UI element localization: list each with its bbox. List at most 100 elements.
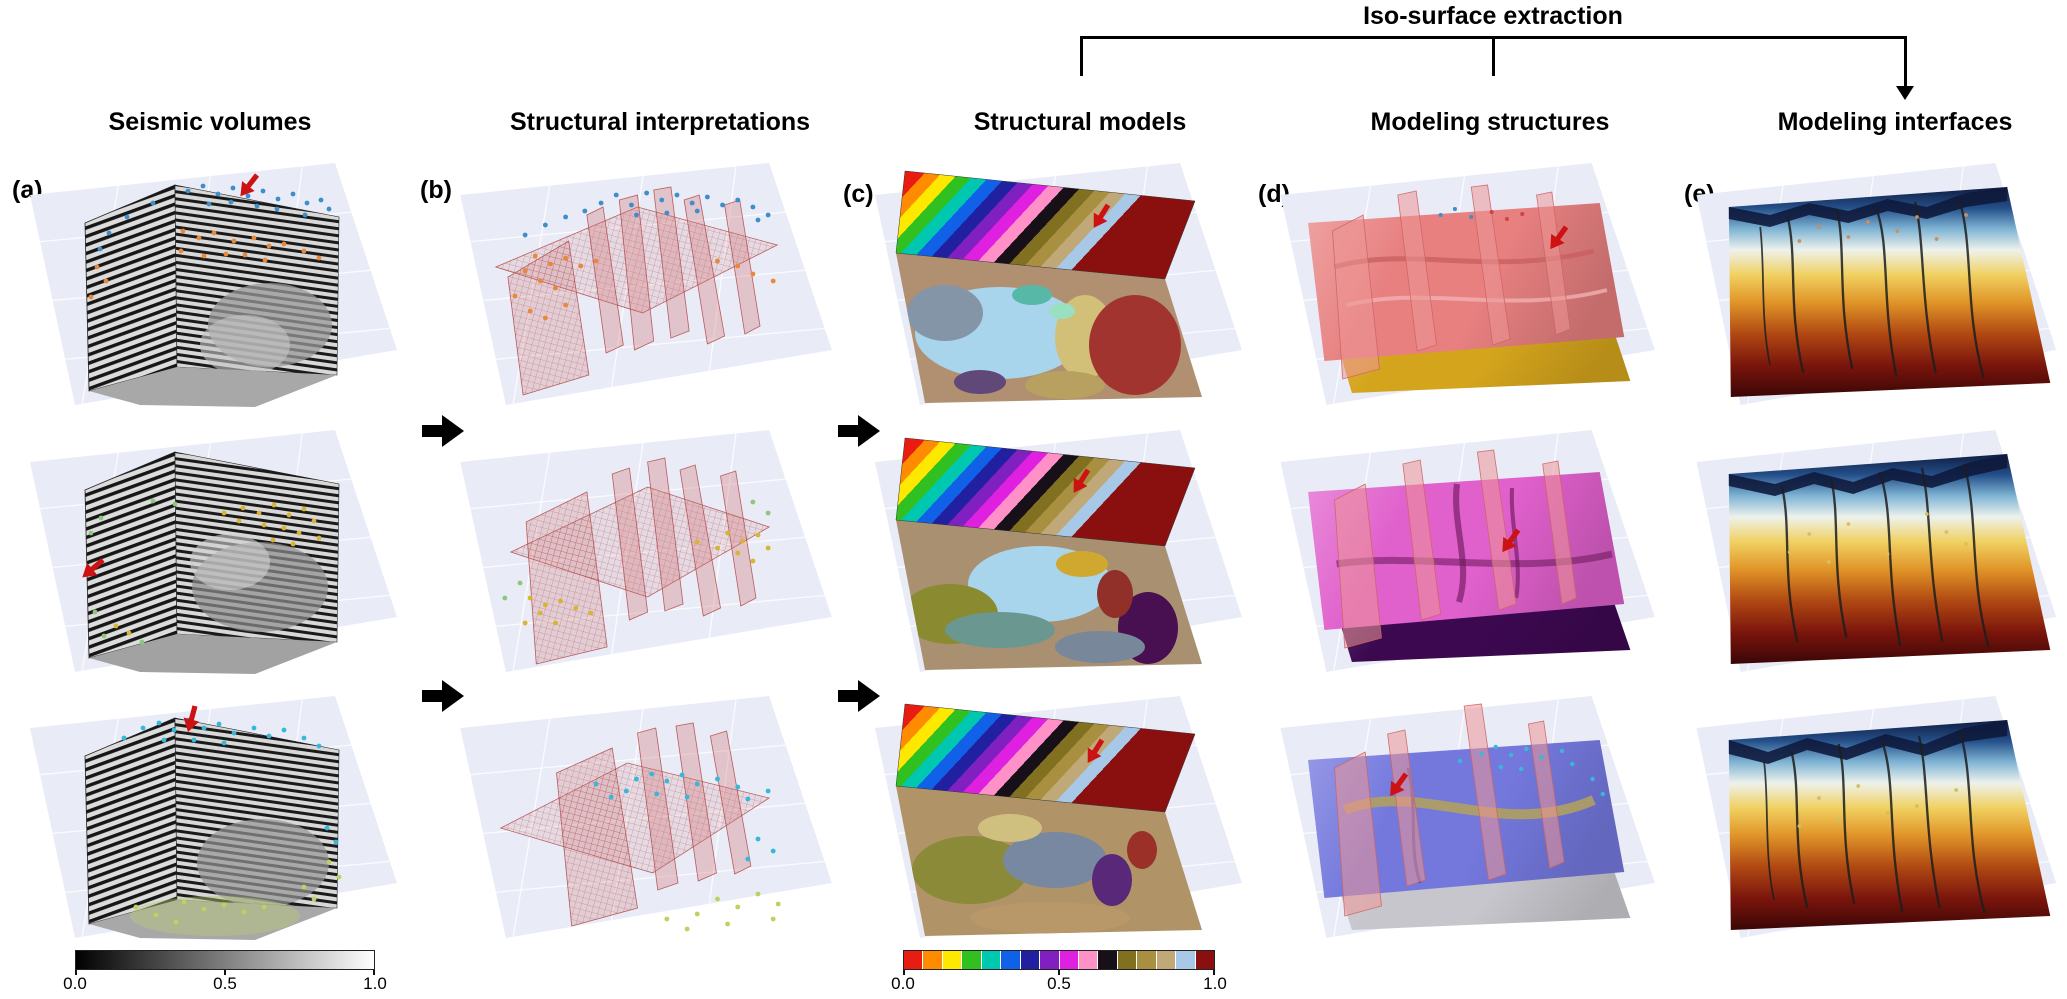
fault-surfaces [1334, 703, 1565, 917]
column-header-seismic-volumes: Seismic volumes [108, 108, 312, 136]
fault-surfaces [1334, 449, 1577, 649]
column-header-modeling-interfaces: Modeling interfaces [1777, 108, 2013, 136]
colorbar-segment [981, 951, 1002, 969]
tick-mark [75, 970, 77, 975]
bracket-mid-drop [1492, 36, 1495, 76]
interpretation-surfaces [494, 186, 779, 396]
fault-traces [1763, 731, 1986, 914]
data-points [1797, 784, 1978, 828]
colorbar-segment [942, 951, 963, 969]
tick-mark [224, 970, 226, 975]
tick-mark [903, 970, 905, 975]
interpretation-surfaces [499, 722, 771, 927]
model-colorbar-tick-2: 1.0 [1203, 974, 1227, 993]
colorbar-segment [1020, 951, 1041, 969]
figure-title: Iso-surface extraction [1363, 2, 1623, 30]
model-colorbar-tick-1: 0.5 [1047, 974, 1071, 993]
panel-label-b: (b) [420, 176, 452, 204]
colorbar-segment [1098, 951, 1118, 969]
modeled-interface-surface [1728, 187, 2051, 397]
panel-e-row2 [1672, 412, 2064, 684]
column-header-structural-interpretations: Structural interpretations [509, 108, 811, 136]
bracket-right-drop [1904, 36, 1907, 88]
horizon-picks-orange [88, 228, 322, 300]
panel-a-row2 [5, 412, 405, 684]
flow-arrow-icon [420, 677, 466, 715]
colorbar-segment [1176, 951, 1196, 969]
interpretation-surfaces [509, 457, 771, 665]
model-colorbar-tick-0: 0.0 [891, 974, 915, 993]
horizon-picks-green [88, 498, 178, 645]
data-points [1797, 213, 1968, 243]
fault-surfaces [1332, 184, 1571, 380]
colorbar-segment [1040, 951, 1060, 969]
colorbar-segment [904, 951, 924, 969]
fault-traces [1780, 463, 1990, 648]
panel-d-row1 [1255, 145, 1663, 417]
colorbar-segment [1156, 951, 1177, 969]
panel-a-row3 [5, 678, 405, 950]
colorbar-segment [962, 951, 982, 969]
surface-relief [1728, 187, 2008, 227]
seismic-depth-slice [89, 634, 337, 674]
panel-b-row3 [435, 678, 840, 950]
colorbar-segment [1001, 951, 1021, 969]
column-header-modeling-structures: Modeling structures [1370, 108, 1610, 136]
modeled-interface-surface [1728, 720, 2051, 930]
horizon-picks-blue [97, 183, 332, 252]
seismic-colorbar-tick-2: 1.0 [363, 974, 387, 993]
flow-arrow-icon [836, 412, 882, 450]
panel-c-row3 [850, 678, 1250, 950]
surface-relief [1728, 720, 2008, 764]
colorbar-segment [1078, 951, 1099, 969]
column-header-structural-models: Structural models [973, 108, 1187, 136]
horizon-picks-yellow [113, 502, 322, 636]
data-points-cyan [1457, 744, 1606, 797]
seismic-colorbar-tick-1: 0.5 [213, 974, 237, 993]
layered-model-top [895, 170, 1196, 280]
panel-e-row3 [1672, 678, 2064, 950]
colorbar-segment [1137, 951, 1157, 969]
panel-c-row1 [850, 145, 1250, 417]
stratigraphic-patches [912, 814, 1157, 934]
stratigraphic-patches [907, 285, 1181, 399]
panel-d-row3 [1255, 678, 1663, 950]
colorbar-segment [1117, 951, 1138, 969]
horizon-picks-orange [512, 253, 776, 321]
horizon-picks-yellow [522, 530, 771, 626]
seismic-colorbar-tick-0: 0.0 [63, 974, 87, 993]
horizon-picks-green [502, 499, 771, 601]
model-colorbar-segments [904, 951, 1214, 969]
horizon-picks-yellowgreen [664, 891, 781, 932]
panel-label-c: (c) [843, 180, 874, 208]
tick-mark [1213, 970, 1215, 975]
bracket-left-drop [1080, 36, 1083, 76]
flow-arrow-icon [420, 412, 466, 450]
horizon-picks-yellowgreen [133, 859, 342, 925]
colorbar-segment [923, 951, 943, 969]
horizon-picks-blue [522, 190, 771, 238]
layered-model-top [895, 437, 1196, 547]
panel-c-row2 [850, 412, 1250, 684]
panel-d-row2 [1255, 412, 1663, 684]
surface-relief [1728, 454, 2008, 496]
data-points-blue [1438, 207, 1474, 219]
layered-model-top [895, 703, 1196, 813]
seismic-colorbar-gradient [76, 951, 374, 969]
bracket-arrowhead-icon [1896, 86, 1914, 100]
seismic-colorbar [75, 950, 375, 970]
data-points [1787, 512, 1968, 564]
seismic-depth-slice [89, 367, 337, 407]
panel-b-row2 [435, 412, 840, 684]
tick-mark [373, 970, 375, 975]
panel-b-row1 [435, 145, 840, 417]
colorbar-segment [1059, 951, 1079, 969]
model-colorbar [903, 950, 1215, 970]
colorbar-segment [1195, 951, 1214, 969]
data-points-red [1489, 210, 1525, 221]
horizon-picks-cyan [593, 771, 776, 862]
panel-e-row1 [1672, 145, 2064, 417]
flow-arrow-icon [836, 677, 882, 715]
panel-a-row1 [5, 145, 405, 417]
